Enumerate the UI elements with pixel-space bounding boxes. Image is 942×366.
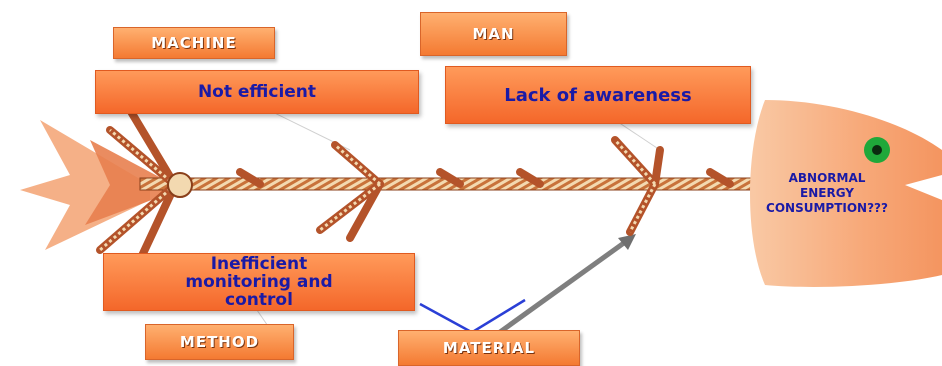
category-method: METHOD bbox=[145, 324, 294, 360]
effect-label: ABNORMAL ENERGY CONSUMPTION??? bbox=[722, 171, 932, 216]
cause-man: Lack of awareness bbox=[445, 66, 751, 124]
effect-line3: CONSUMPTION??? bbox=[766, 201, 888, 215]
fish-head bbox=[750, 100, 942, 287]
cause-method-line1: Inefficient bbox=[210, 254, 308, 274]
category-man: MAN bbox=[420, 12, 567, 56]
category-machine: MACHINE bbox=[113, 27, 275, 59]
cause-method-line3: control bbox=[225, 290, 293, 310]
category-material: MATERIAL bbox=[398, 330, 580, 366]
spine-joint bbox=[167, 172, 193, 198]
fish-ribs bbox=[96, 106, 734, 264]
cause-machine: Not efficient bbox=[95, 70, 419, 114]
material-arrow bbox=[498, 234, 636, 335]
effect-line1: ABNORMAL bbox=[788, 171, 866, 185]
cause-method: Inefficient monitoring and control bbox=[103, 253, 415, 311]
guide-lines bbox=[239, 95, 661, 359]
fish-rib-stripes bbox=[99, 128, 657, 252]
fish-tail bbox=[20, 120, 165, 250]
cause-method-line2: monitoring and bbox=[185, 272, 333, 292]
effect-line2: ENERGY bbox=[800, 186, 854, 200]
